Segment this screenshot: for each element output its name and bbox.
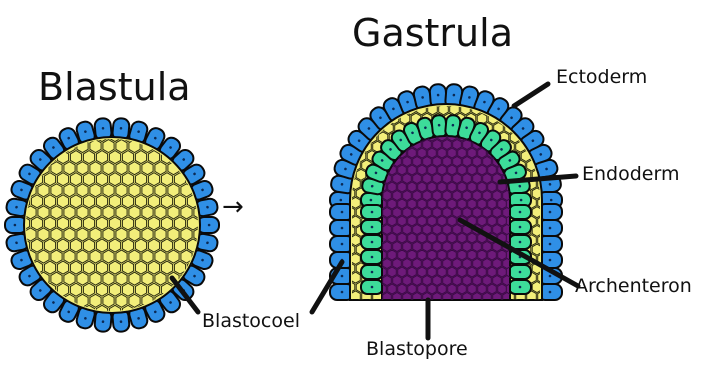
endoderm-cell xyxy=(361,235,383,249)
archenteron-label: Archenteron xyxy=(575,277,692,296)
endoderm-cell xyxy=(509,205,531,219)
gastrula xyxy=(330,84,562,303)
endoderm-cell xyxy=(361,250,383,264)
ectoderm-cell-nucleus xyxy=(550,199,553,202)
gastrula-yolk-cell xyxy=(356,95,366,106)
ectoderm-cell-nucleus xyxy=(549,291,552,294)
endoderm-cell xyxy=(509,220,531,234)
ectoderm-cell-nucleus xyxy=(549,259,552,262)
blastocoel-cell xyxy=(187,129,198,142)
endoderm-cell-nucleus xyxy=(520,199,523,202)
ectoderm-cell-nucleus xyxy=(549,243,552,246)
blastula-title: Blastula xyxy=(38,68,191,106)
endoderm-cell-nucleus xyxy=(371,211,374,214)
ectoderm-cell-nucleus xyxy=(341,211,344,214)
endoderm-cell-nucleus xyxy=(371,226,374,229)
ectoderm-cell-nucleus xyxy=(341,243,344,246)
endoderm-cell xyxy=(509,265,531,279)
endoderm-cell-nucleus xyxy=(371,271,374,274)
endoderm-cell-nucleus xyxy=(370,199,373,202)
ectoderm-cell-nucleus xyxy=(340,199,343,202)
ectoderm-cell-nucleus xyxy=(549,211,552,214)
blastocoel-cell xyxy=(31,305,42,318)
blastocoel-cell xyxy=(31,129,42,142)
endoderm-cell-nucleus xyxy=(519,271,522,274)
endoderm-cell-nucleus xyxy=(371,241,374,244)
gastrula-yolk-cell xyxy=(532,113,542,124)
blastocoel-cell xyxy=(18,151,29,164)
ectoderm-cell-nucleus xyxy=(341,291,344,294)
endoderm-cell xyxy=(361,265,383,279)
ectoderm-cell-nucleus xyxy=(341,275,344,278)
blastocoel-label: Blastocoel xyxy=(202,312,300,331)
endoderm-cell-nucleus xyxy=(371,256,374,259)
endoderm-label: Endoderm xyxy=(582,165,679,184)
gastrula-title: Gastrula xyxy=(352,14,513,52)
endoderm-cell-nucleus xyxy=(519,241,522,244)
blastocoel-cell xyxy=(194,140,205,153)
gastrula-yolk-cell xyxy=(527,104,537,115)
endoderm-cell xyxy=(361,220,383,234)
transition-arrow: → xyxy=(222,194,244,220)
blastocoel-cell xyxy=(18,305,29,318)
endoderm-cell-nucleus xyxy=(519,211,522,214)
gastrula-yolk-cell xyxy=(367,95,377,106)
ectoderm-cell-nucleus xyxy=(341,227,344,230)
endoderm-cell xyxy=(509,280,531,294)
blastula-cell-nucleus xyxy=(208,224,211,227)
blastocoel-cell xyxy=(18,129,29,142)
gastrula-yolk-cell xyxy=(345,95,355,106)
ectoderm-label: Ectoderm xyxy=(556,68,647,87)
gastrula-yolk-cell xyxy=(345,113,355,124)
endoderm-cell-nucleus xyxy=(519,226,522,229)
blastopore-label: Blastopore xyxy=(366,340,468,359)
endoderm-cell-nucleus xyxy=(371,286,374,289)
ectoderm-pointer xyxy=(514,84,548,106)
endoderm-cell-nucleus xyxy=(519,286,522,289)
gastrula-yolk-cell xyxy=(351,104,361,115)
gastrula-yolk-cell xyxy=(538,104,548,115)
endoderm-cell xyxy=(361,280,383,294)
endoderm-cell xyxy=(361,205,383,219)
ectoderm-cell-nucleus xyxy=(549,275,552,278)
ectoderm-cell-nucleus xyxy=(549,227,552,230)
blastula-cell-nucleus xyxy=(14,224,17,227)
